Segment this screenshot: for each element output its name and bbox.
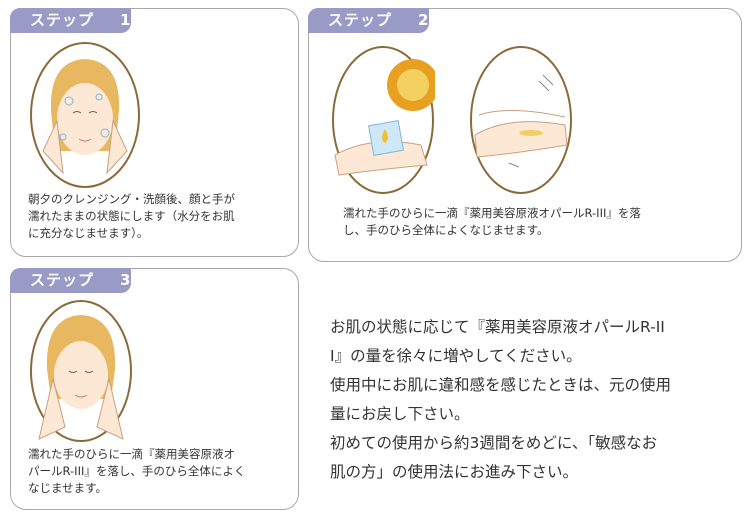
step-1-tab: ステップ 1 (10, 8, 132, 33)
step-2-tab: ステップ 2 (308, 8, 430, 33)
text-line: 肌の方」の使用法にお進み下さい。 (330, 463, 579, 481)
step-label: ステップ (328, 11, 393, 29)
step-3-tab: ステップ 3 (10, 268, 132, 293)
step-3-card: ステップ 3 濡れた手のひらに一滴『薬用美容原液オ パールR-III』を落し、手の… (10, 268, 299, 510)
step-2-description: 濡れた手のひらに一滴『薬用美容原液オパールR-III』を落 し、手のひら全体によ… (343, 205, 641, 239)
text-line: 濡れたままの状態にします（水分をお肌 (28, 209, 235, 223)
text-line: 朝夕のクレンジング・洗顔後、顔と手が (28, 192, 235, 206)
text-line: 濡れた手のひらに一滴『薬用美容原液オ (28, 447, 235, 461)
drop-on-palm-illustration (332, 46, 435, 194)
text-line: し、手のひら全体によくなじませます。 (343, 223, 549, 237)
text-line: 量にお戻し下さい。 (330, 405, 470, 423)
text-line: パールR-III』を落し、手のひら全体によく (28, 464, 246, 478)
step-label: ステップ (30, 271, 95, 289)
spreading-palm-illustration (470, 46, 572, 194)
text-line: I』の量を徐々に増やしてください。 (330, 347, 582, 365)
text-line: 濡れた手のひらに一滴『薬用美容原液オパールR-III』を落 (343, 206, 641, 220)
step-number: 2 (418, 11, 430, 29)
face-application-illustration (30, 300, 132, 442)
usage-note: お肌の状態に応じて『薬用美容原液オパールR-II I』の量を徐々に増やしてくださ… (330, 313, 671, 487)
text-line: 使用中にお肌に違和感を感じたときは、元の使用 (330, 376, 672, 394)
text-line: に充分なじませます）。 (28, 226, 149, 240)
text-line: 初めての使用から約3週間をめどに、「敏感なお (330, 434, 658, 452)
step-3-description: 濡れた手のひらに一滴『薬用美容原液オ パールR-III』を落し、手のひら全体によ… (28, 446, 245, 497)
step-1-card: ステップ 1 朝夕のクレンジング・洗顔後、顔と手が 濡れたままの状態にします（水分… (10, 8, 299, 257)
text-line: なじませます。 (28, 481, 108, 495)
step-number: 1 (120, 11, 132, 29)
face-wash-illustration (30, 42, 140, 188)
step-number: 3 (120, 271, 132, 289)
step-2-card: ステップ 2 濡れた手のひらに一滴『薬用美容原液オパールR-III』を落 し、手の… (308, 8, 742, 262)
step-label: ステップ (30, 11, 95, 29)
step-1-description: 朝夕のクレンジング・洗顔後、顔と手が 濡れたままの状態にします（水分をお肌 に充… (28, 191, 235, 242)
text-line: お肌の状態に応じて『薬用美容原液オパールR-II (330, 318, 665, 336)
